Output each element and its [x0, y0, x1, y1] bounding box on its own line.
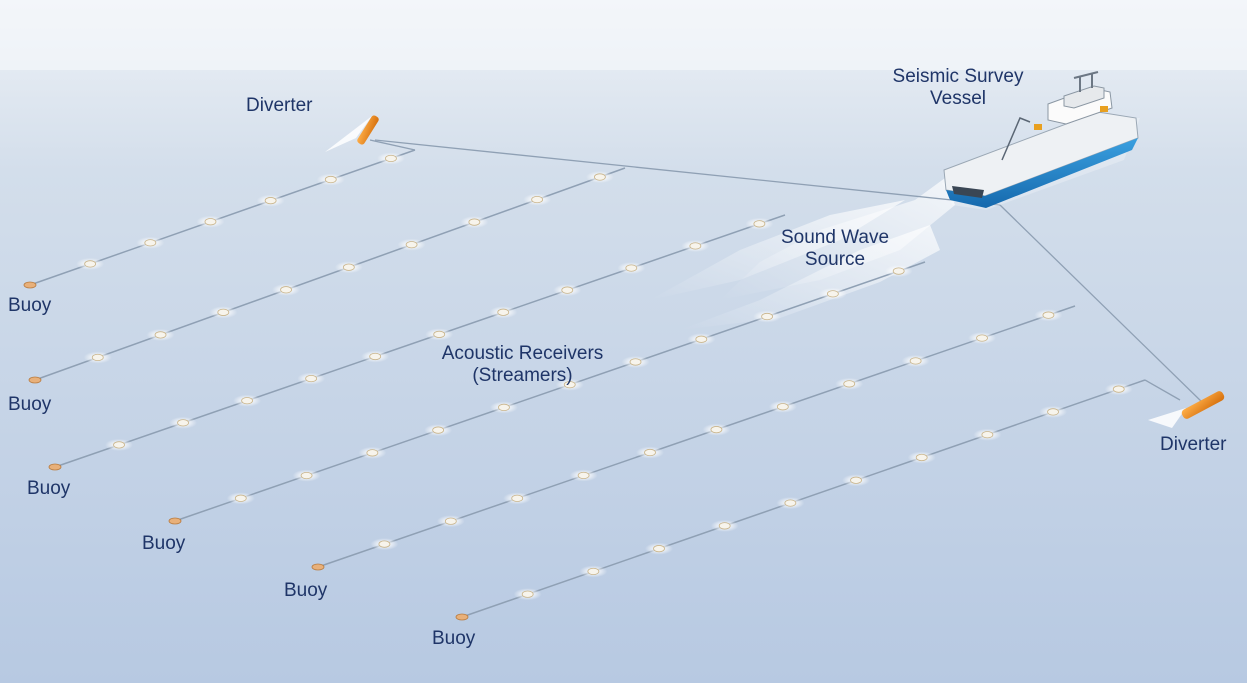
receiver-node-icon	[563, 381, 576, 389]
receiver-node-icon	[113, 441, 125, 449]
receiver-node-icon	[892, 267, 905, 275]
receiver-node-icon	[264, 197, 277, 205]
tow-cable	[374, 139, 1001, 206]
cable-lines	[369, 139, 1206, 406]
receiver-node-icon	[776, 403, 789, 411]
buoy-icon	[28, 376, 42, 384]
tow-cable	[999, 204, 1206, 406]
receiver-node-icon	[593, 173, 606, 181]
buoy-label: Buoy	[27, 478, 71, 499]
receiver-node-icon	[644, 448, 656, 457]
buoy-icon	[311, 563, 325, 571]
diverter-float-icon	[1148, 391, 1225, 428]
buoy-label: Buoy	[432, 628, 476, 649]
buoy-label: Buoy	[142, 533, 186, 554]
receiver-node-icon	[305, 374, 318, 383]
receivers-label: Acoustic Receivers (Streamers)	[400, 343, 645, 387]
receiver-node-icon	[521, 590, 534, 598]
receiver-node-icon	[761, 312, 774, 321]
receiver-node-icon	[625, 264, 638, 272]
receiver-node-icon	[366, 449, 379, 457]
receiver-node-icon	[405, 241, 418, 249]
receiver-node-icon	[1042, 311, 1055, 319]
receiver-node-icon	[753, 220, 766, 228]
buoys	[23, 281, 469, 621]
receiver-node-icon	[629, 358, 642, 366]
receiver-node-icon	[718, 522, 731, 530]
receiver-node-icon	[154, 331, 167, 339]
streamer-line	[461, 379, 1146, 618]
receiver-node-icon	[710, 426, 723, 434]
receiver-node-icon	[531, 195, 544, 204]
receiver-node-icon	[915, 453, 928, 462]
ship-icon	[942, 71, 1140, 210]
vessel-label-line-2: Vessel	[930, 88, 986, 109]
receiver-node-icon	[241, 397, 254, 405]
receiver-node-icon	[217, 308, 230, 316]
tow-cable	[1144, 379, 1181, 401]
buoy-label: Buoy	[8, 394, 52, 415]
receiver-node-icon	[981, 431, 994, 439]
buoy-icon	[455, 613, 469, 621]
buoy-icon	[23, 281, 37, 289]
receiver-node-icon	[144, 239, 157, 247]
receiver-node-icon	[234, 494, 247, 502]
receiver-node-icon	[280, 286, 292, 294]
receiver-node-icon	[324, 175, 337, 184]
receiver-node-icon	[468, 218, 481, 226]
receiver-node-icon	[369, 352, 382, 361]
receiver-node-icon	[91, 353, 104, 362]
receiver-node-icon	[378, 540, 391, 548]
receiver-node-icon	[850, 476, 862, 484]
buoy-icon	[168, 517, 182, 525]
receiver-node-icon	[433, 330, 446, 338]
receiver-node-icon	[843, 380, 856, 388]
receiver-node-icon	[689, 242, 702, 250]
receiver-node-icon	[1112, 385, 1125, 393]
diverter-label: Diverter	[246, 95, 313, 116]
sound-source-label-line-1: Sound Wave	[780, 227, 890, 248]
receiver-node-icon	[444, 517, 457, 525]
tow-cable	[369, 139, 416, 151]
receiver-node-icon	[695, 335, 708, 343]
buoy-label: Buoy	[8, 295, 52, 316]
sky-haze	[0, 0, 1247, 70]
receiver-node-icon	[300, 471, 313, 480]
receiver-node-icon	[587, 567, 600, 576]
receiver-node-icon	[385, 154, 397, 163]
receivers-label-line-2: (Streamers)	[472, 365, 573, 386]
receiver-node-icon	[498, 403, 510, 412]
receiver-node-icon	[177, 419, 189, 427]
diverter-float-icon	[325, 115, 379, 152]
receiver-node-icon	[826, 290, 839, 298]
receivers-label-line-1: Acoustic Receivers	[441, 343, 604, 364]
diverter-label: Diverter	[1160, 434, 1227, 455]
buoy-label: Buoy	[284, 580, 328, 601]
wake-plume	[680, 225, 940, 330]
sound-wave-wakes	[650, 178, 955, 330]
receiver-node-icon	[497, 308, 510, 316]
sound-source-label: Sound Wave Source	[760, 227, 910, 271]
receiver-node-icon	[432, 426, 445, 434]
vessel-label-line-1: Seismic Survey	[892, 66, 1024, 87]
receiver-node-icon	[342, 263, 355, 271]
receiver-node-icon	[1047, 408, 1059, 416]
receiver-node-icon	[909, 357, 922, 365]
receiver-node-icon	[561, 286, 574, 294]
sound-source-label-line-2: Source	[804, 249, 866, 270]
receiver-node-icon	[511, 494, 524, 502]
receiver-nodes	[76, 152, 1133, 601]
vessel-label: Seismic Survey Vessel	[868, 66, 1048, 110]
receiver-node-icon	[976, 334, 988, 342]
receiver-node-icon	[653, 545, 665, 553]
buoy-icon	[48, 463, 62, 471]
receiver-node-icon	[84, 260, 97, 268]
wake-plume	[650, 200, 905, 300]
receiver-node-icon	[204, 218, 217, 226]
receiver-node-icon	[784, 499, 797, 507]
receiver-node-icon	[577, 471, 590, 480]
